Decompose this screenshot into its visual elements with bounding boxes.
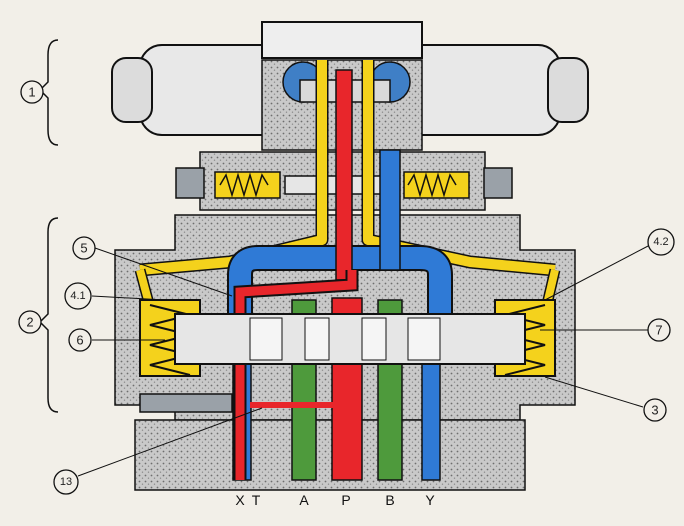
tank-pilot-line <box>379 149 401 271</box>
bracket-2 <box>38 217 59 413</box>
callout-labels: 1 2 5 4.1 6 4.2 7 3 13 <box>26 85 668 489</box>
port-labels: X T A P B Y <box>235 492 435 508</box>
spool-land-1 <box>249 317 283 361</box>
callout-4-1-circle <box>64 282 92 310</box>
spool-body <box>174 313 526 365</box>
subplate <box>134 419 526 491</box>
callout-13-circle <box>53 469 79 495</box>
callout-1-label: 1 <box>28 85 35 100</box>
callout-3-label: 3 <box>651 403 658 418</box>
port-x-label: X <box>235 492 245 508</box>
callout-2-label: 2 <box>26 315 33 330</box>
main-spool <box>174 313 526 365</box>
pilot-left-spring <box>219 172 269 198</box>
callout-4-2-label: 4.2 <box>653 236 668 248</box>
callout-circles <box>18 80 675 495</box>
port-a-label: A <box>299 492 309 508</box>
callout-1-circle <box>20 80 44 104</box>
callout-5-circle <box>72 236 96 260</box>
leader-lines <box>77 244 651 477</box>
spool-land-2 <box>304 317 330 361</box>
callout-4-1-label: 4.1 <box>70 290 85 302</box>
pressure-channels <box>233 69 363 481</box>
callout-13-label: 13 <box>60 476 72 488</box>
pilot-right-spring <box>407 172 457 198</box>
spool-land-4 <box>407 317 441 361</box>
callout-2-circle <box>18 310 42 334</box>
solenoid-left-cap <box>111 57 153 123</box>
port-y-label: Y <box>425 492 435 508</box>
callout-4-2-circle <box>647 228 675 256</box>
callout-3-circle <box>643 398 667 422</box>
callout-6-circle <box>68 328 92 352</box>
port-t-label: T <box>252 492 261 508</box>
spool-land-3 <box>361 317 387 361</box>
callout-5-label: 5 <box>80 241 87 256</box>
port-p-label: P <box>341 492 350 508</box>
pilot-top-block <box>261 21 423 59</box>
callout-7-circle <box>647 318 671 342</box>
pilot-right-end <box>483 167 513 199</box>
pilot-right-spring-chamber <box>403 171 470 199</box>
solenoid-right-cap <box>547 57 589 123</box>
pressure-pilot-line <box>335 69 353 281</box>
callout-6-label: 6 <box>76 333 83 348</box>
throttle-insert <box>139 393 233 413</box>
port-b-label: B <box>385 492 394 508</box>
pilot-left-end <box>175 167 205 199</box>
callout-7-label: 7 <box>655 323 662 338</box>
